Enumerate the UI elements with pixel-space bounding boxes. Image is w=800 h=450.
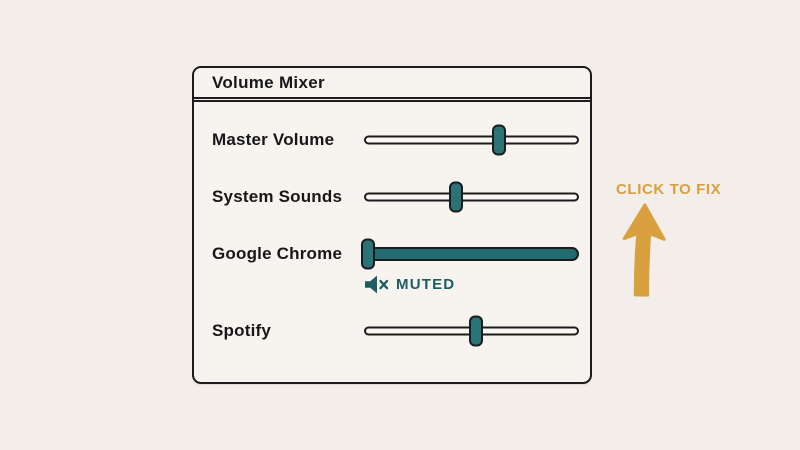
- speaker-muted-icon: [365, 275, 389, 294]
- window-title: Volume Mixer: [212, 72, 325, 92]
- muted-status-badge[interactable]: MUTED: [364, 275, 455, 294]
- channel-label: System Sounds: [212, 187, 343, 206]
- up-arrow-icon: [622, 203, 666, 297]
- window-body: Master Volume System Sounds Google Chrom…: [194, 102, 590, 381]
- slider-handle[interactable]: [492, 124, 507, 156]
- titlebar-divider: [194, 99, 590, 102]
- mixer-row-google-chrome: Google Chrome: [194, 236, 590, 272]
- channel-label: Master Volume: [212, 130, 335, 149]
- slider-handle[interactable]: [449, 181, 464, 213]
- mixer-row-master-volume: Master Volume: [194, 122, 590, 158]
- channel-label: Spotify: [212, 321, 272, 340]
- slider-handle[interactable]: [468, 315, 483, 347]
- muted-status-label: MUTED: [396, 276, 456, 293]
- slider-track[interactable]: [364, 135, 579, 145]
- slider-handle[interactable]: [361, 238, 376, 270]
- mixer-row-system-sounds: System Sounds: [194, 179, 590, 215]
- window-titlebar[interactable]: Volume Mixer: [194, 68, 590, 99]
- slider-track[interactable]: [364, 192, 579, 202]
- system-sounds-slider[interactable]: [364, 179, 579, 215]
- mixer-row-spotify: Spotify: [194, 313, 590, 349]
- channel-label: Google Chrome: [212, 244, 343, 263]
- click-to-fix-label: CLICK TO FIX: [616, 181, 722, 198]
- spotify-slider[interactable]: [364, 313, 579, 349]
- master-volume-slider[interactable]: [364, 122, 579, 158]
- volume-mixer-window: Volume Mixer Master Volume System Sounds: [192, 66, 592, 384]
- click-to-fix-annotation: CLICK TO FIX: [616, 181, 746, 304]
- google-chrome-slider[interactable]: [361, 236, 579, 272]
- slider-track[interactable]: [364, 247, 579, 261]
